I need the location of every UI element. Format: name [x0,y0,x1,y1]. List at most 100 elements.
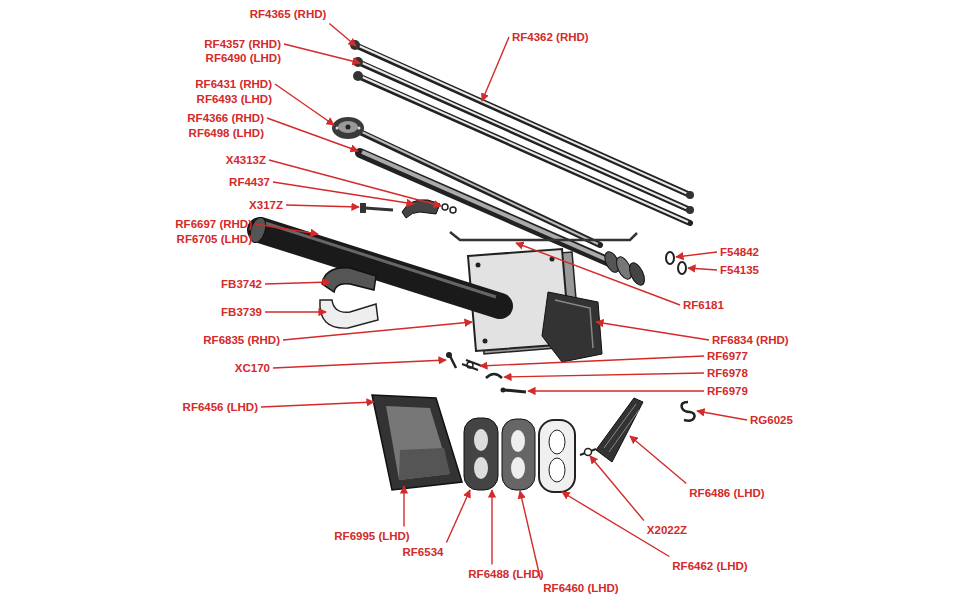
column-tube [248,216,500,306]
leader-line [273,360,446,368]
leader-line [630,436,686,484]
tube-highlight [262,222,496,297]
part-number: RF4365 (RHD) [250,8,327,21]
washer [666,252,674,264]
leader-line [516,243,680,305]
screw-washer [585,449,592,456]
part-number: RF6460 (LHD) [543,582,618,595]
leader-line [283,322,472,340]
nut [442,204,448,210]
rod [353,71,690,223]
rod-highlight [360,62,688,209]
part-number: RF6498 (LHD) [189,127,264,140]
part-number: RF4437 [229,176,270,189]
nut [450,207,456,213]
part-number: RF6979 [707,385,748,398]
boot [372,395,462,490]
part-number: RF6181 [683,299,724,312]
leader-line [284,44,360,63]
flange [332,117,364,139]
leader-line [491,490,492,565]
part-number: X4313Z [226,154,266,167]
part-number: RF6462 (LHD) [672,560,747,573]
leader-line [255,224,318,234]
part-number: X317Z [249,199,283,212]
leader-line [265,311,326,312]
bolt-head [360,203,366,213]
bolt [365,208,393,210]
leader-line [480,356,704,366]
part-number: RF6978 [707,367,748,380]
tube-body [260,230,500,306]
part-number: FB3739 [221,306,262,319]
leader-line [676,252,717,257]
part-number: RG6025 [750,414,793,427]
leader-line [275,84,334,125]
part-number: RF6488 (LHD) [468,568,543,581]
gasket-hole [511,457,525,479]
gasket [464,418,498,490]
leader-line [446,490,470,543]
part-number: XC170 [235,362,270,375]
s-hook [682,402,695,421]
retainer [596,398,643,462]
flange-hole [346,125,351,130]
flange-hole [358,127,361,130]
part-number: FB3742 [221,278,262,291]
clamp-lower [320,300,378,328]
washer [678,262,686,274]
leader-line [273,182,414,204]
boot-inner [386,406,450,480]
part-number: RF6486 (LHD) [689,487,764,500]
part-number: RF4357 (RHD) [204,38,281,51]
leader-line [267,118,358,151]
flange-face [338,121,358,133]
part-number: RF6493 (LHD) [197,93,272,106]
part-number: RF6705 (LHD) [177,233,252,246]
rod-outline [358,76,690,223]
plate-hole [483,339,488,344]
leader-line [688,268,717,270]
rod-outline [358,62,690,210]
rod [353,57,694,214]
rod-end [353,71,363,81]
gasket [539,420,575,492]
leader-line [528,390,704,391]
screw-head [446,352,452,358]
leader-line [269,160,441,206]
link [462,360,482,370]
plate-hole [476,263,481,268]
gasket-hole [511,430,525,452]
gasket-body [502,419,535,490]
part-number: F54135 [720,264,759,277]
gasket-body [464,418,498,490]
leader-line [261,402,374,407]
rod-highlight [360,76,688,222]
gasket-hole [474,429,488,451]
rod-end [686,191,694,199]
link-eye [467,362,473,368]
housing [542,292,602,362]
leader-line [596,322,709,340]
leader-line [329,24,356,47]
part-number: RF6431 (RHD) [195,78,272,91]
boot-opening [399,448,450,480]
gasket-body [539,420,575,492]
leader-line [590,456,644,521]
leader-line [265,282,330,284]
shaft-highlight [362,132,598,244]
part-number: RF6456 (LHD) [183,401,258,414]
part-number: F54842 [720,246,759,259]
part-number: RF6534 [403,546,444,559]
retainer-hatch [604,404,639,452]
leader-line [286,205,359,207]
part-number: RF6995 (LHD) [334,530,409,543]
leader-line [520,491,540,579]
gasket-hole [549,458,565,482]
screw [450,356,456,368]
clamp-upper [322,268,376,292]
part-number: RF6977 [707,350,748,363]
screw [580,449,596,455]
